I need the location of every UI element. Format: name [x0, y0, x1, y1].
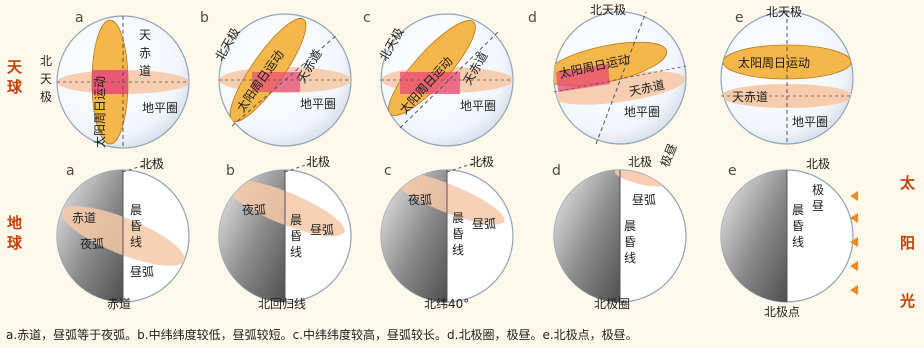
- terminator-label-b-1: 晨: [290, 213, 302, 227]
- terminator-label-c-3: 线: [452, 243, 464, 257]
- sunlight-arrow-2: [850, 213, 888, 223]
- terminator-label-d-2: 昏: [624, 235, 636, 249]
- terminator-label-e-1: 晨: [792, 203, 804, 217]
- earth-globe-e: [720, 169, 854, 303]
- terminator-label-d-1: 晨: [624, 219, 636, 233]
- sun-motion-label-a: 太阳周日运动: [92, 76, 107, 148]
- panel-letter-celestial-d: d: [528, 10, 537, 26]
- terminator-label-c-1: 晨: [452, 211, 464, 225]
- north-pole-earth-c: 北极: [470, 155, 494, 169]
- polar-day-label-e-1: 极: [812, 183, 824, 197]
- latitude-label-d: 北极圈: [594, 297, 630, 311]
- night-arc-label-a: 夜弧: [80, 236, 104, 251]
- terminator-label-a-3: 线: [130, 235, 142, 249]
- figure-caption: a.赤道，昼弧等于夜弧。b.中纬纬度较低，昼弧较短。c.中纬纬度较高，昼弧较长。…: [6, 328, 638, 342]
- north-pole-earth-d: 北极: [628, 155, 652, 169]
- row-label-celestial-2: 球: [7, 78, 23, 96]
- north-pole-label-a-1: 北: [40, 54, 52, 68]
- earth-globe-d: [553, 169, 687, 303]
- night-arc-label-c: 夜弧: [408, 192, 432, 207]
- north-pole-label-d: 北天极: [590, 3, 626, 17]
- terminator-label-a-2: 昏: [130, 219, 142, 233]
- sunlight-label-3: 光: [899, 292, 915, 310]
- sunlight-arrow-1: [850, 191, 888, 201]
- panel-letter-celestial-c: c: [363, 10, 371, 26]
- day-arc-label-a: 昼弧: [130, 265, 154, 279]
- terminator-label-a-1: 晨: [130, 203, 142, 217]
- celestial-equator-label-a-3: 道: [139, 64, 151, 78]
- terminator-label-d-3: 线: [624, 251, 636, 265]
- latitude-label-a: 赤道: [107, 297, 131, 311]
- sunlight-arrow-3: [850, 237, 888, 247]
- terminator-label-e-3: 线: [792, 235, 804, 249]
- horizon-label-c: 地平圈: [460, 99, 496, 113]
- celestial-sphere-c: [380, 13, 514, 147]
- sun-motion-label-e: 太阳周日运动: [738, 55, 810, 70]
- panel-letter-celestial-b: b: [200, 10, 209, 26]
- panel-letter-earth-c: c: [384, 163, 392, 179]
- polar-day-label-d: 极昼: [658, 142, 680, 170]
- day-arc-label-d: 昼弧: [632, 193, 656, 207]
- panel-letter-celestial-e: e: [735, 10, 744, 26]
- sunlight-arrow-4: [850, 261, 888, 271]
- row-label-earth-2: 球: [7, 234, 23, 252]
- earth-globe-a: [56, 159, 190, 303]
- north-pole-label-e: 北天极: [766, 5, 802, 19]
- celestial-sphere-b: [218, 13, 352, 147]
- horizon-label-e: 地平圈: [792, 115, 828, 129]
- horizon-label-d: 地平圈: [624, 105, 660, 119]
- sunlight-label-2: 阳: [900, 234, 915, 252]
- panel-letter-earth-b: b: [226, 163, 235, 179]
- celestial-equator-label-a-2: 赤: [139, 46, 151, 60]
- diagram-canvas: 天 球 地 球 a 天 赤 道 北 天 极 地平圈 太阳周日运动 b 北天极 天…: [7, 3, 916, 319]
- sunlight-arrow-5: [850, 285, 888, 295]
- celestial-equator-label-e: 天赤道: [732, 90, 768, 104]
- panel-letter-earth-e: e: [728, 163, 737, 179]
- north-pole-label-a-2: 天: [40, 72, 52, 86]
- latitude-label-c: 北纬40°: [424, 297, 469, 311]
- terminator-label-c-2: 昏: [452, 227, 464, 241]
- panel-letter-celestial-a: a: [75, 10, 84, 26]
- horizon-label-a: 地平圈: [142, 101, 178, 115]
- sunlight-arrows: [850, 191, 888, 295]
- celestial-sphere-a: [56, 15, 190, 149]
- earth-globe-b: [218, 159, 352, 303]
- latitude-label-b: 北回归线: [258, 297, 306, 311]
- terminator-label-e-2: 昏: [792, 219, 804, 233]
- night-arc-label-b: 夜弧: [242, 202, 266, 217]
- sunlight-label-1: 太: [900, 174, 916, 192]
- north-pole-earth-e: 北极: [806, 157, 830, 171]
- panel-letter-earth-d: d: [552, 163, 561, 179]
- terminator-label-b-2: 昏: [290, 229, 302, 243]
- north-pole-earth-a: 北极: [140, 157, 164, 171]
- equator-label-a: 赤道: [72, 211, 96, 225]
- horizon-label-b: 地平圈: [300, 97, 336, 111]
- row-label-earth-1: 地: [7, 214, 22, 232]
- polar-day-label-e-2: 昼: [812, 199, 824, 213]
- celestial-equator-label-a-1: 天: [139, 28, 151, 42]
- row-label-celestial-1: 天: [7, 58, 23, 76]
- day-arc-label-b: 昼弧: [310, 223, 334, 237]
- celestial-sphere-e: [720, 11, 854, 145]
- panel-letter-earth-a: a: [66, 163, 75, 179]
- celestial-sphere-d: [553, 11, 687, 145]
- north-pole-label-a-3: 极: [40, 90, 52, 104]
- north-pole-earth-b: 北极: [306, 155, 330, 169]
- latitude-label-e: 北极点: [764, 305, 800, 319]
- terminator-label-b-3: 线: [290, 245, 302, 259]
- earth-globe-c: [380, 159, 514, 303]
- day-arc-label-c: 昼弧: [472, 217, 496, 231]
